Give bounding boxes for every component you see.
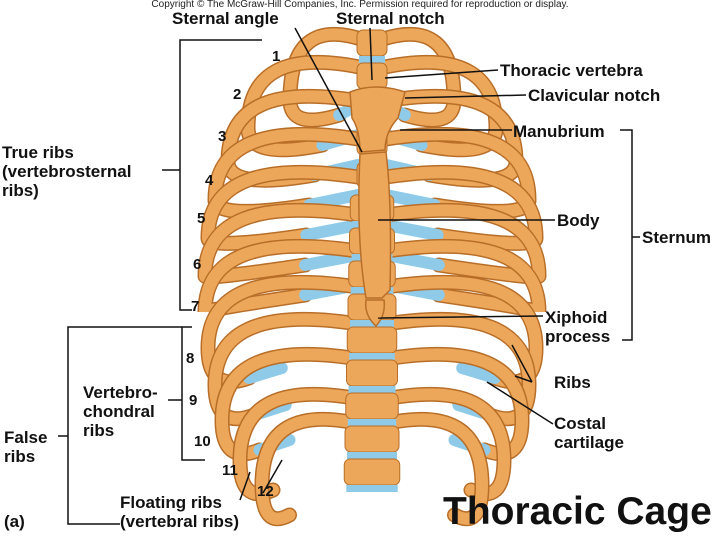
vertebra (343, 458, 401, 486)
xiphoid-shape (364, 299, 386, 328)
intervertebral-disc (350, 320, 394, 327)
rib (374, 240, 545, 318)
figure-title: Thoracic Cage (443, 490, 712, 533)
true-ribs-bracket (162, 39, 262, 311)
vertebra (346, 359, 398, 387)
label-sternal-notch: Sternal notch (336, 9, 445, 28)
rib (199, 240, 370, 318)
sternum-body-shape (358, 151, 392, 299)
vc-line-3: ribs (83, 421, 115, 440)
rib-number: 2 (233, 86, 242, 103)
leader-sternal-angle (294, 27, 363, 153)
rib-number: 5 (197, 210, 206, 227)
label-thoracic-vertebra: Thoracic vertebra (500, 61, 643, 80)
label-sternum: Sternum (642, 228, 711, 247)
floating-line-2: (vertebral ribs) (120, 512, 240, 531)
rib-number: 6 (193, 256, 202, 273)
label-clavicular-notch: Clavicular notch (528, 86, 661, 105)
label-manubrium: Manubrium (513, 122, 605, 141)
vertebra (345, 392, 399, 420)
costal-line-2: cartilage (554, 433, 624, 452)
rib (374, 413, 489, 525)
manubrium-shape (349, 86, 406, 153)
costal-cartilage (456, 362, 501, 384)
false-line-1: False (4, 428, 48, 447)
xiphoid-line-1: Xiphoid (545, 308, 608, 327)
label-body: Body (557, 211, 600, 230)
true-line-3: ribs) (2, 181, 39, 200)
sternum-illustration (349, 86, 406, 328)
costal-cartilage (243, 362, 288, 384)
panel-label: (a) (4, 512, 25, 531)
vertebrochondral-bracket (168, 326, 205, 461)
leader-sternal-notch (369, 27, 373, 81)
leader-costal-cartilage (486, 381, 554, 425)
intervertebral-disc (359, 56, 385, 63)
intervertebral-disc (348, 386, 396, 393)
vc-line-1: Vertebro- (83, 383, 158, 402)
rib (233, 388, 370, 500)
rib-number: 1 (272, 48, 281, 65)
leader-thoracic-vertebra (384, 69, 499, 79)
copyright-notice: Copyright © The McGraw-Hill Companies, I… (151, 0, 569, 10)
rib-number: 10 (194, 433, 211, 450)
vc-line-2: chondral (83, 402, 155, 421)
intervertebral-disc (347, 452, 397, 459)
rib-number: 3 (218, 128, 227, 145)
leader-xiphoid (377, 315, 544, 319)
label-floating-ribs: Floating ribs(vertebral ribs) (120, 493, 239, 531)
rib (374, 166, 543, 250)
true-line-2: (vertebrosternal (2, 162, 132, 181)
label-ribs: Ribs (554, 373, 591, 392)
true-line-1: True ribs (2, 143, 74, 162)
intervertebral-disc (349, 353, 395, 360)
costal-cartilage (380, 219, 444, 241)
rib (374, 204, 546, 283)
floating-line-1: Floating ribs (120, 493, 222, 512)
label-sternal-angle: Sternal angle (172, 9, 279, 28)
leader-lines (58, 27, 640, 525)
costal-cartilage (300, 219, 364, 241)
vertebra (346, 326, 398, 354)
vertebra (344, 425, 400, 453)
leader-floating-ribs (239, 459, 283, 501)
rib (374, 388, 511, 500)
leader-ribs (511, 344, 533, 383)
leader-clavicular-notch (404, 94, 527, 99)
costal-line-1: Costal (554, 414, 606, 433)
rib (255, 413, 370, 525)
rib-number: 9 (189, 392, 198, 409)
intervertebral-disc (347, 419, 397, 426)
rib (201, 166, 370, 250)
vertebra (356, 29, 388, 57)
rib-number: 12 (257, 483, 274, 500)
rib-number: 8 (186, 350, 195, 367)
false-ribs-bracket (58, 326, 182, 525)
false-line-2: ribs (4, 447, 36, 466)
rib-number: 11 (222, 462, 238, 479)
ribs-group (197, 26, 547, 527)
intervertebral-disc (346, 485, 398, 492)
rib-number: 4 (205, 172, 214, 189)
rib (198, 204, 370, 283)
rib-number: 7 (191, 298, 200, 315)
sternum-bracket (620, 129, 640, 341)
xiphoid-line-2: process (545, 327, 611, 346)
